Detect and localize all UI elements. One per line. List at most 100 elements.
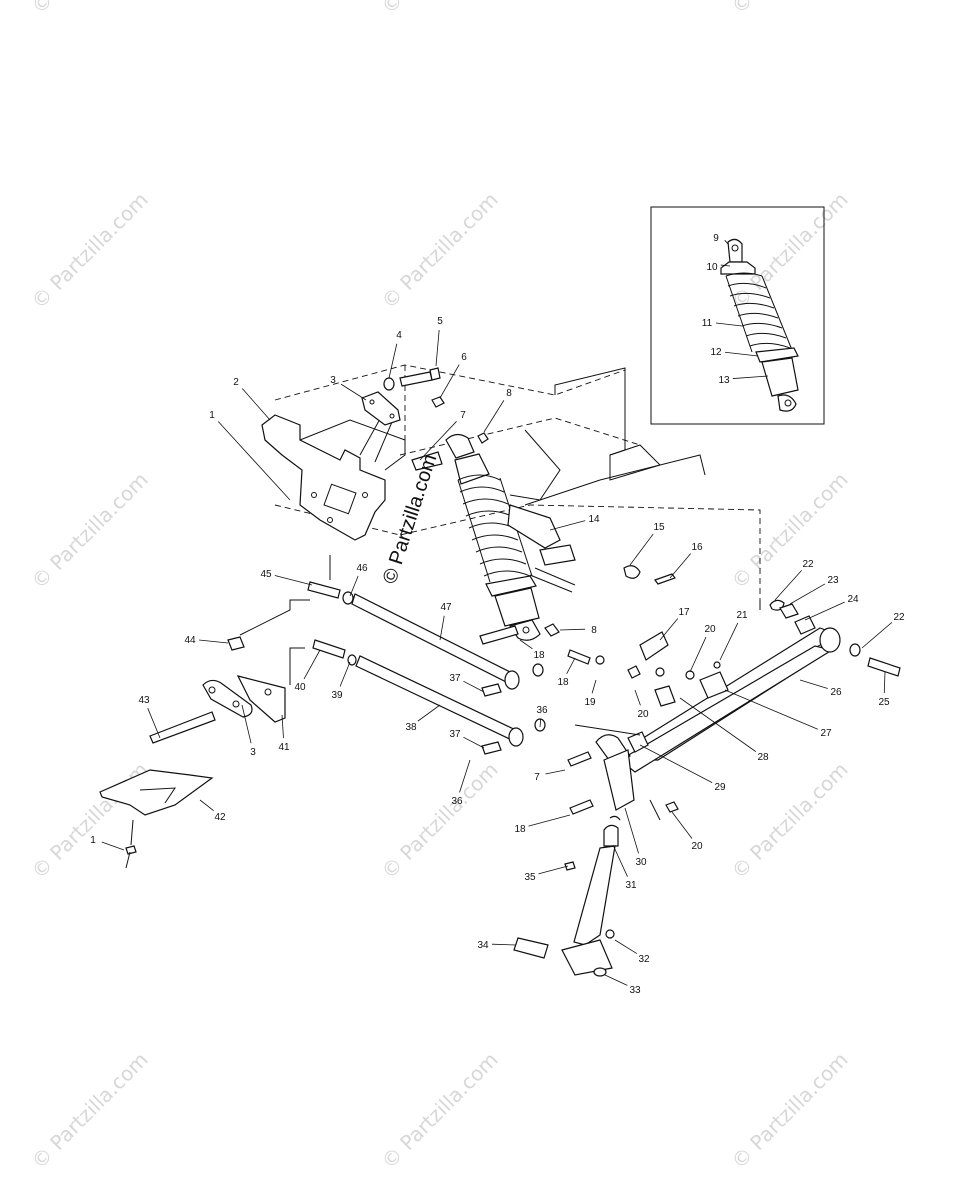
callout-label: 31 (625, 880, 637, 891)
callout-leader-line (689, 636, 707, 673)
skid-plate (99, 769, 214, 869)
callout-leader-line (217, 421, 291, 501)
callout-label: 18 (533, 650, 545, 661)
callout-label: 11 (702, 318, 713, 329)
callout-label: 12 (710, 347, 722, 358)
callout-leader-line (147, 708, 161, 739)
callout-leader-line (539, 718, 542, 728)
callout-label: 1 (209, 410, 215, 421)
callout-label: 6 (461, 352, 467, 363)
callout-leader-line (724, 239, 729, 245)
callout-leader-line (303, 649, 321, 680)
callout-leader-line (349, 575, 359, 597)
watermark-text: © Partzilla.com (727, 0, 853, 19)
callout-leader-line (624, 807, 639, 854)
callout-leader-line (679, 697, 757, 752)
callout-label: 20 (637, 709, 649, 720)
watermark-text: © Partzilla.com (377, 0, 503, 19)
callout-label: 16 (691, 542, 703, 553)
callout-label: 7 (534, 772, 540, 783)
callout-leader-line (439, 364, 460, 399)
callout-leader-line (519, 639, 533, 650)
callout-leader-line (549, 520, 586, 531)
center-watermark: © Partzilla.com (379, 452, 442, 587)
callout-leader-line (417, 704, 441, 722)
callout-leaders (101, 239, 893, 986)
callout-leader-line (388, 343, 398, 379)
callout-leader-line (419, 421, 457, 461)
callout-label: 26 (830, 687, 842, 698)
callout-leader-line (724, 351, 759, 357)
watermark-text: © Partzilla.com (377, 187, 503, 313)
callout-label: 3 (330, 375, 336, 386)
callout-label: 44 (184, 635, 196, 646)
callout-leader-line (340, 383, 367, 401)
watermark-text: © Partzilla.com (727, 757, 853, 883)
callout-leader-line (463, 736, 485, 749)
callout-leader-line (528, 814, 571, 827)
callout-leader-line (634, 689, 641, 706)
callout-leader-line (281, 714, 284, 739)
callout-label: 3 (250, 747, 256, 758)
callout-leader-line (591, 679, 597, 694)
callout-label: 18 (557, 677, 569, 688)
callout-label: 27 (820, 728, 832, 739)
callout-label: 43 (138, 695, 150, 706)
callout-label: 46 (356, 563, 368, 574)
callout-leader-line (491, 943, 517, 946)
callout-label: 2 (233, 377, 239, 388)
watermark-text: © Partzilla.com (377, 757, 503, 883)
rocker-parts (507, 504, 676, 593)
callout-label: 35 (524, 872, 536, 883)
callout-leader-line (463, 680, 485, 693)
callout-label: 37 (449, 729, 461, 740)
callout-label: 33 (629, 985, 641, 996)
callout-leader-line (774, 570, 802, 601)
callout-label: 10 (706, 262, 718, 273)
callout-leader-line (439, 615, 445, 641)
shock-inset-frame (650, 206, 825, 425)
watermark-text: © Partzilla.com (727, 187, 853, 313)
upper-frame-tube (299, 419, 406, 471)
callout-label: 41 (278, 742, 290, 753)
main-shock-absorber (445, 433, 541, 641)
watermark-layer: © Partzilla.com © Partzilla.com © Partzill… (27, 0, 853, 1174)
watermark-text: © Partzilla.com (377, 1047, 503, 1173)
callout-label: 8 (506, 388, 512, 399)
callout-leader-line (241, 704, 252, 744)
callout-label: 36 (536, 705, 548, 716)
upper-hardware (361, 367, 489, 471)
watermark-text: © Partzilla.com (27, 467, 153, 593)
callout-leader-line (804, 601, 845, 621)
callout-leader-line (101, 841, 125, 851)
callout-label: 42 (214, 812, 226, 823)
callout-leader-line (883, 671, 886, 694)
callout-leader-line (435, 329, 440, 367)
callout-leader-line (559, 628, 586, 631)
callout-label: 14 (588, 514, 600, 525)
callout-leader-line (241, 388, 271, 421)
callout-label: 40 (294, 682, 306, 693)
tie-rods (351, 593, 546, 755)
callout-leader-line (799, 679, 828, 689)
callout-label: 23 (827, 575, 839, 586)
callout-leader-line (274, 575, 313, 586)
watermark-text: © Partzilla.com (27, 187, 153, 313)
callout-leader-line (459, 759, 471, 793)
front-bracket (261, 414, 386, 541)
callout-label: 32 (638, 954, 650, 965)
callout-leader-line (483, 400, 505, 433)
callout-label: 36 (451, 796, 463, 807)
callout-label: 47 (440, 602, 452, 613)
callout-label: 22 (893, 612, 905, 623)
callout-leader-line (199, 799, 214, 811)
watermark-text: © Partzilla.com (727, 1047, 853, 1173)
callout-label: 25 (878, 697, 890, 708)
callout-leader-line (861, 622, 893, 649)
shock-absorber-inset (720, 238, 799, 412)
callout-label: 18 (514, 824, 526, 835)
callout-label: 4 (396, 330, 402, 341)
callout-label: 1 (90, 835, 96, 846)
